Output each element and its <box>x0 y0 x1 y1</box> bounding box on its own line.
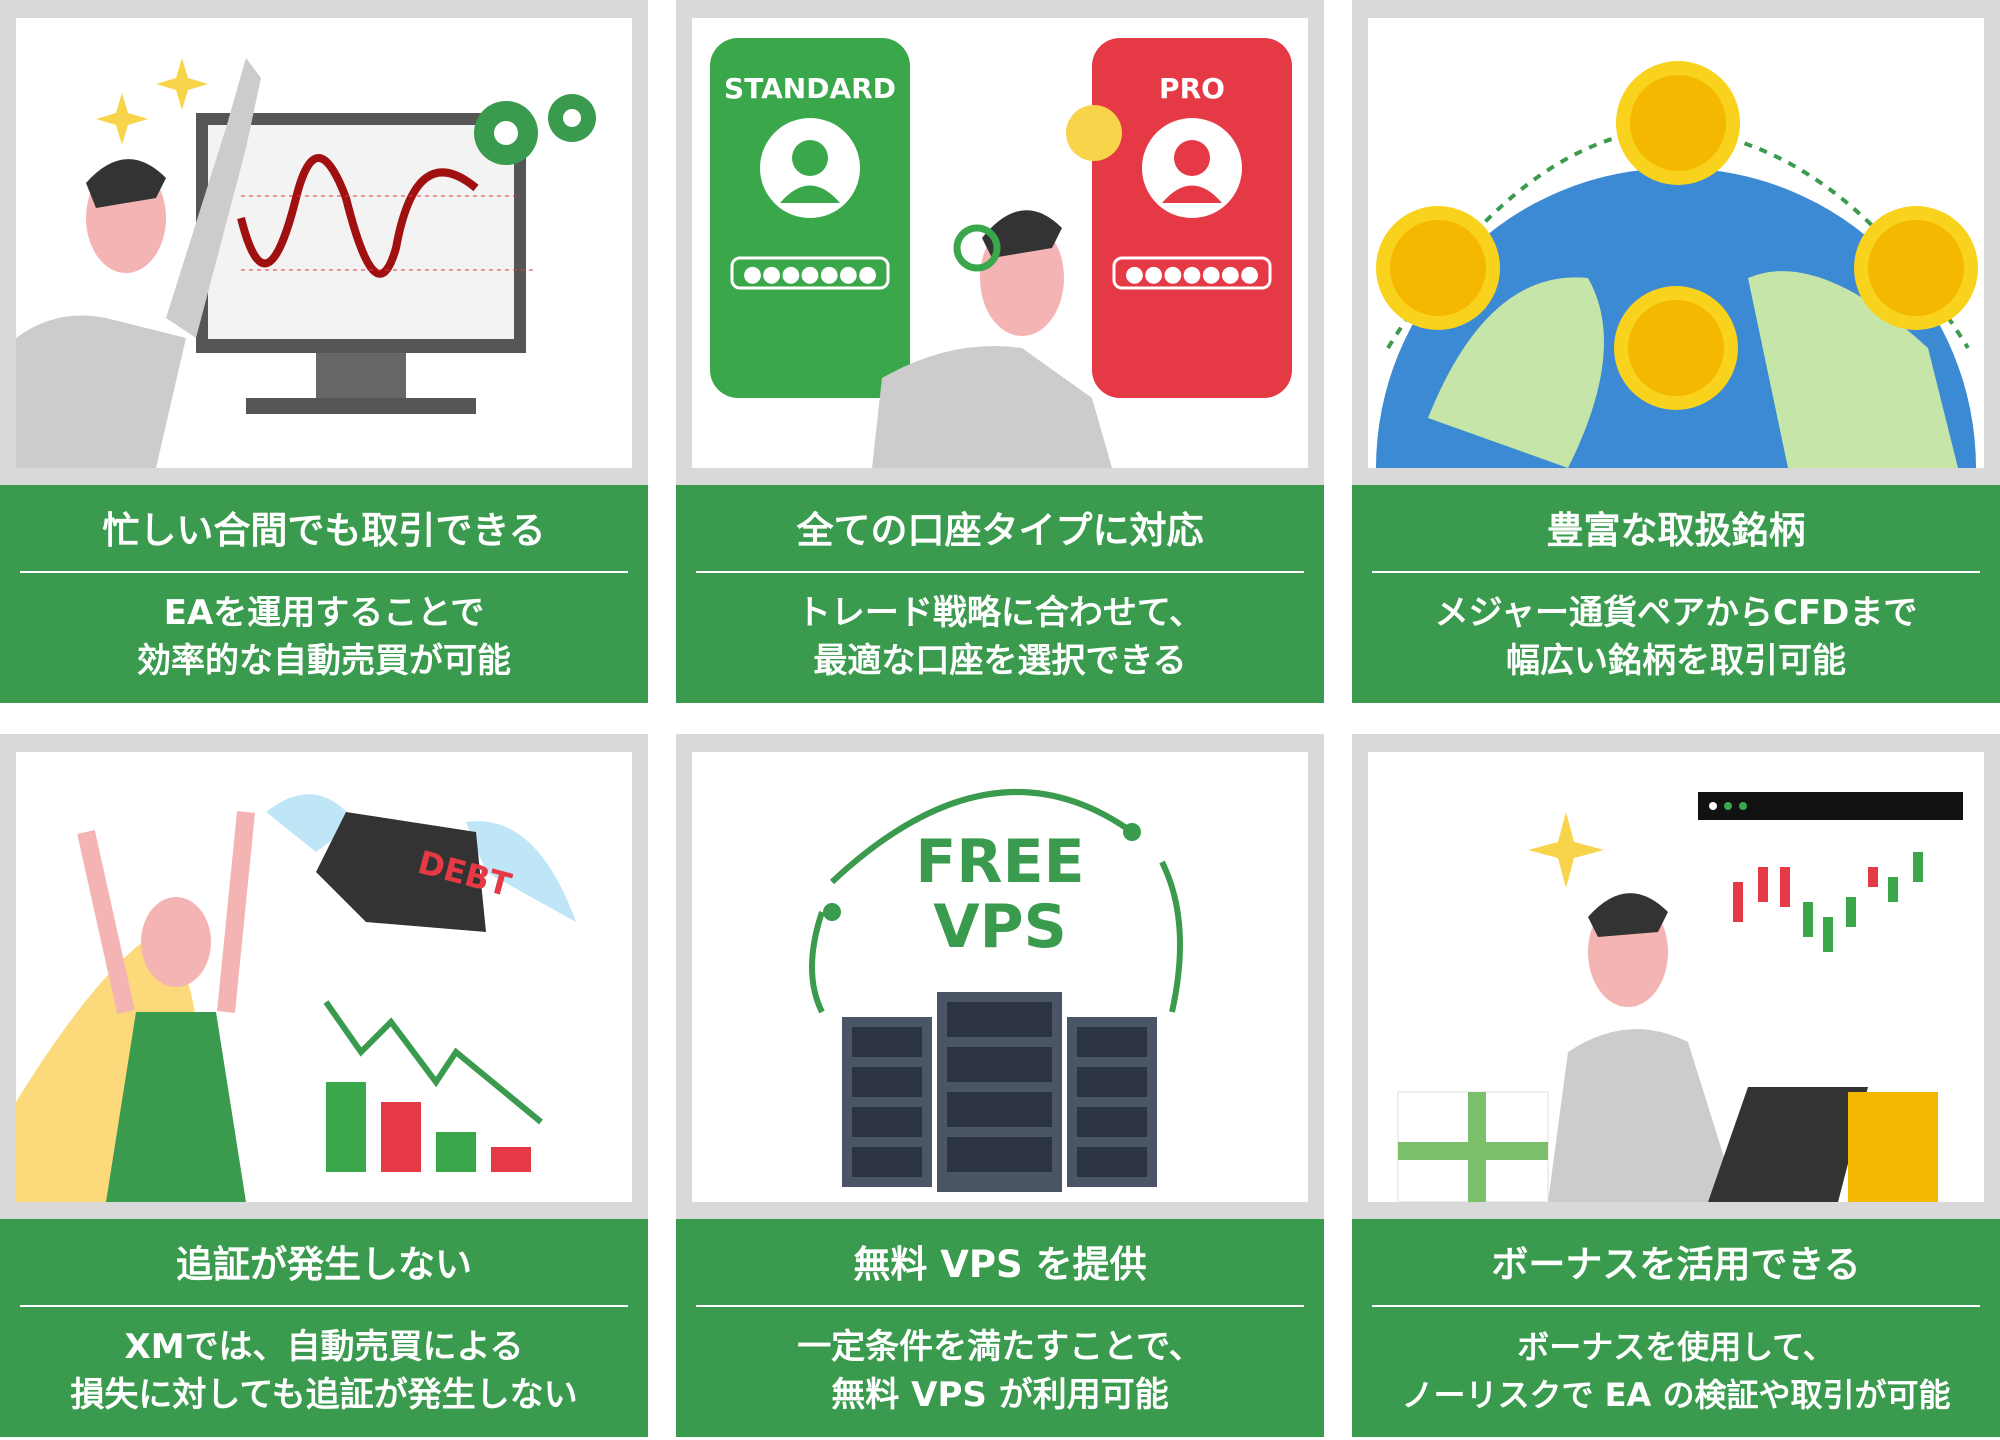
card-desc-line: トレード戦略に合わせて、 <box>796 593 1204 633</box>
candlestick-chart <box>1733 852 1923 952</box>
card-desc-line: 幅広い銘柄を取引可能 <box>1506 641 1846 681</box>
feature-card-bonus: ボーナスを活用できる ボーナスを使用して、ノーリスクで EA の検証や取引が可能 <box>1352 734 2000 1437</box>
card-title: 無料 VPS を提供 <box>853 1243 1147 1286</box>
feature-card-busy-trading: 忙しい合間でも取引できる EAを運用することで効率的な自動売買が可能 <box>0 0 648 703</box>
free-label: FREE <box>915 827 1084 897</box>
trading-monitor-illustration <box>16 18 632 468</box>
card-desc-line: 無料 VPS が利用可能 <box>831 1375 1169 1415</box>
divider <box>696 571 1304 573</box>
divider <box>20 1305 628 1307</box>
card-desc-line: ボーナスを使用して、 <box>1517 1328 1835 1366</box>
caption: 豊富な取扱銘柄 メジャー通貨ペアからCFDまで幅広い銘柄を取引可能 <box>1352 485 2000 703</box>
card-desc-line: 最適な口座を選択できる <box>813 641 1187 681</box>
debt-flying-illustration: DEBT <box>16 752 632 1202</box>
lightbulb-icon <box>1066 105 1122 161</box>
password-dots: ●●●●●●● <box>1125 262 1259 287</box>
account-types-illustration: STANDARD PRO ●●●●●●● ●●●●●●● <box>692 18 1308 468</box>
caption: 忙しい合間でも取引できる EAを運用することで効率的な自動売買が可能 <box>0 485 648 703</box>
feature-card-no-margin-call: DEBT 追証が発生しない XMでは、自動売買による損失に対しても追証が発生しな… <box>0 734 648 1437</box>
divider <box>1372 571 1980 573</box>
bonus-illustration <box>1368 752 1984 1202</box>
oil-coin-icon <box>1376 206 1500 330</box>
card-title: 追証が発生しない <box>176 1243 472 1286</box>
magnifier-icon <box>953 224 1001 272</box>
vps-label: VPS <box>933 892 1067 962</box>
card-desc-line: ノーリスクで EA の検証や取引が可能 <box>1401 1376 1951 1414</box>
caption: ボーナスを活用できる ボーナスを使用して、ノーリスクで EA の検証や取引が可能 <box>1352 1219 2000 1437</box>
divider <box>20 571 628 573</box>
wheat-coin-icon <box>1616 61 1740 185</box>
gold-coin-icon <box>1614 286 1738 410</box>
currency-coin-icon <box>1854 206 1978 330</box>
card-desc-line: 効率的な自動売買が可能 <box>137 641 511 681</box>
card-desc-line: XMでは、自動売買による <box>124 1327 524 1367</box>
card-desc-line: EAを運用することで <box>163 593 485 633</box>
feature-card-instruments: 豊富な取扱銘柄 メジャー通貨ペアからCFDまで幅広い銘柄を取引可能 <box>1352 0 2000 703</box>
coins-icon <box>1848 1092 1938 1202</box>
card-desc-line: 一定条件を満たすことで、 <box>797 1327 1203 1367</box>
card-title: 豊富な取扱銘柄 <box>1546 509 1806 552</box>
globe-instruments-illustration <box>1368 18 1984 468</box>
free-vps-illustration: FREE VPS <box>692 752 1308 1202</box>
debt-weight-icon <box>316 812 486 932</box>
caption: 全ての口座タイプに対応 トレード戦略に合わせて、最適な口座を選択できる <box>676 485 1324 703</box>
card-desc-line: メジャー通貨ペアからCFDまで <box>1434 593 1918 633</box>
card-title: 全ての口座タイプに対応 <box>796 509 1204 552</box>
card-title: ボーナスを活用できる <box>1491 1243 1861 1286</box>
card-desc-line: 損失に対しても追証が発生しない <box>70 1375 578 1415</box>
feature-card-free-vps: FREE VPS 無料 VPS を提供 一定条件を満たすことで、無料 VPS が… <box>676 734 1324 1437</box>
caption: 追証が発生しない XMでは、自動売買による損失に対しても追証が発生しない <box>0 1219 648 1437</box>
card-title: 忙しい合間でも取引できる <box>102 509 546 552</box>
divider <box>1372 1305 1980 1307</box>
laptop-icon <box>1708 1087 1868 1202</box>
feature-card-account-types: STANDARD PRO ●●●●●●● ●●●●●●● 全ての口座タイプに対応… <box>676 0 1324 703</box>
browser-bar <box>1698 792 1963 820</box>
caption: 無料 VPS を提供 一定条件を満たすことで、無料 VPS が利用可能 <box>676 1219 1324 1437</box>
divider <box>696 1305 1304 1307</box>
password-dots: ●●●●●●● <box>743 262 877 287</box>
pro-label: PRO <box>1159 72 1225 105</box>
standard-label: STANDARD <box>724 72 896 105</box>
